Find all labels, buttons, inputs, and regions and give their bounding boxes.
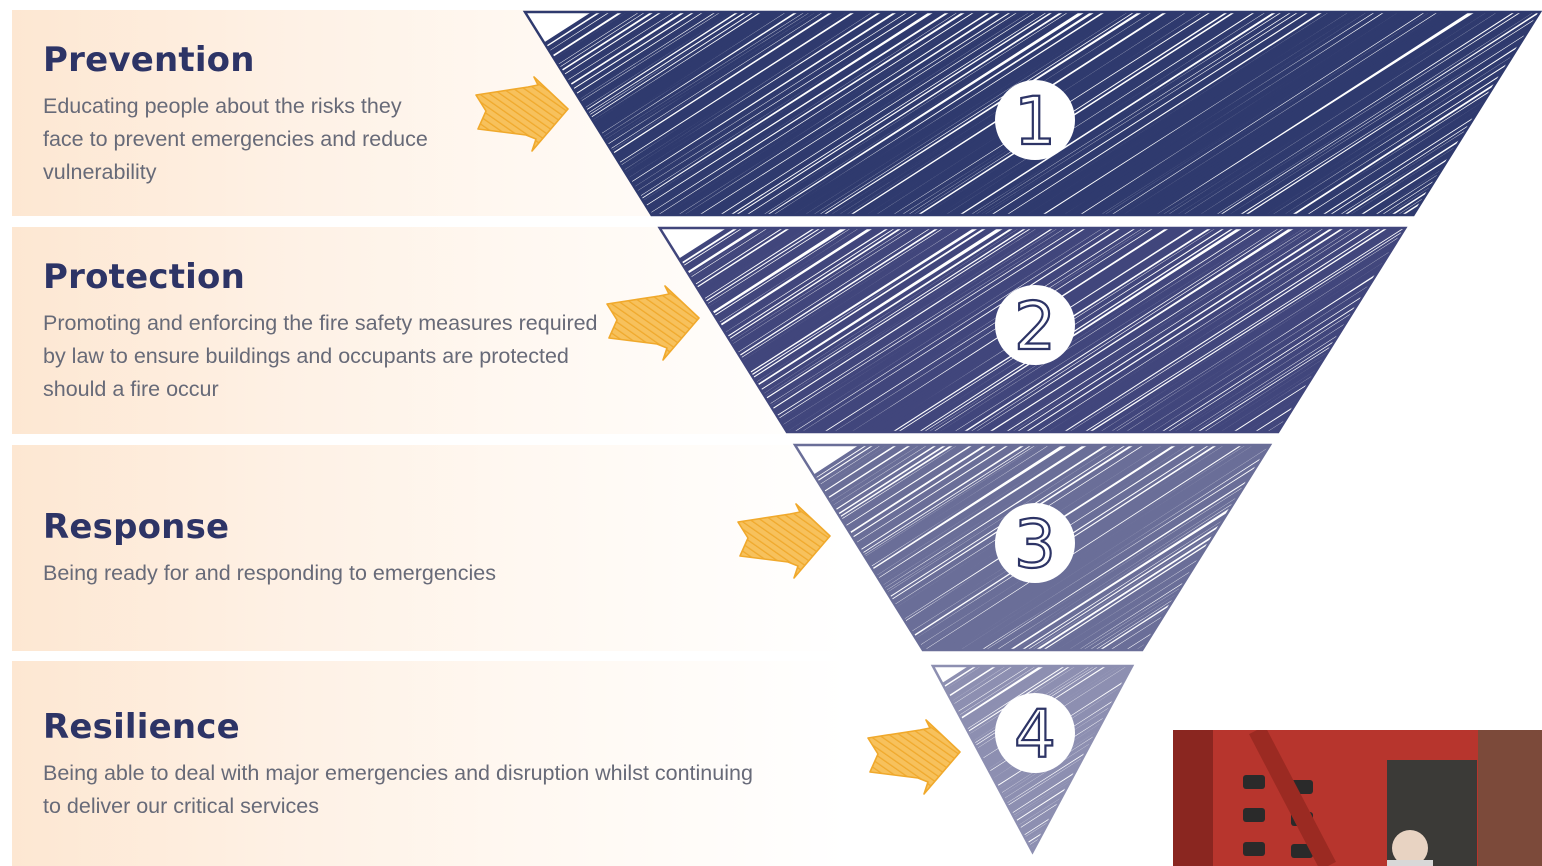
stage-number: 1 xyxy=(1014,83,1056,160)
funnel-segment-2 xyxy=(657,226,1408,434)
stage-description: Being ready for and responding to emerge… xyxy=(43,561,496,585)
stage-number-badge: 3 xyxy=(995,503,1075,584)
hatched-arrow-icon xyxy=(867,719,961,795)
stage-number-badge: 4 xyxy=(995,693,1075,774)
stage-title: Response xyxy=(43,507,230,547)
hatched-arrow-icon xyxy=(475,76,569,152)
stage-band-resilience: Resilience Being able to deal with major… xyxy=(12,661,940,866)
stage-number: 4 xyxy=(1014,696,1056,773)
stage-number: 2 xyxy=(1014,288,1056,365)
stage-number: 3 xyxy=(1014,506,1056,583)
stage-description: Educating people about the risks they fa… xyxy=(43,94,428,184)
stage-number-badge: 1 xyxy=(995,80,1075,161)
hatched-arrow-icon xyxy=(606,285,700,361)
stage-title: Resilience xyxy=(43,707,240,747)
stage-title: Protection xyxy=(43,257,245,297)
stage-description: Being able to deal with major emergencie… xyxy=(43,761,753,818)
fire-station-photo xyxy=(1173,730,1542,866)
stage-number-badge: 2 xyxy=(995,285,1075,366)
stage-description: Promoting and enforcing the fire safety … xyxy=(43,311,598,401)
funnel-segment-1 xyxy=(522,10,1542,217)
stage-title: Prevention xyxy=(43,40,255,80)
hatched-arrow-icon xyxy=(737,503,831,579)
